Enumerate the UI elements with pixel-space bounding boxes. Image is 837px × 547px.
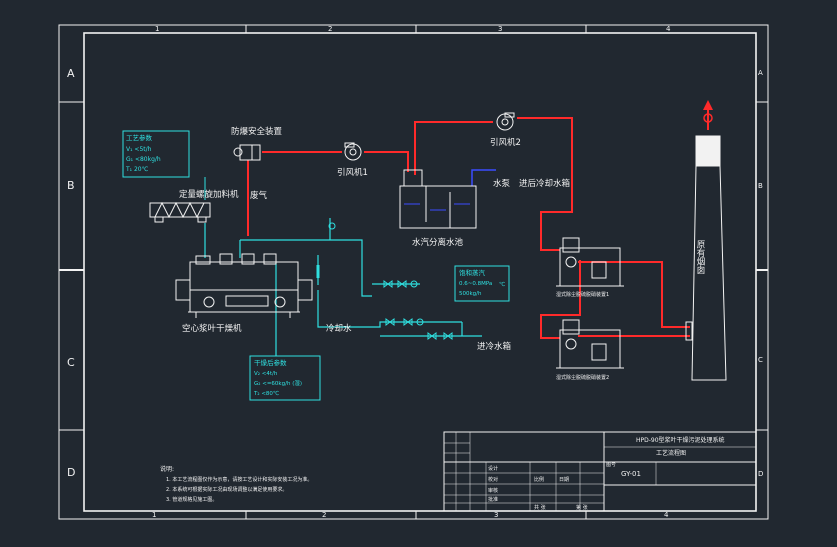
- exhaust-gas-label: 废气: [250, 190, 268, 201]
- dryer-label: 空心浆叶干燥机: [182, 323, 242, 334]
- fan2-label: 引风机2: [490, 137, 521, 148]
- col-number-4: 4: [666, 25, 671, 33]
- tb-cell-check: 校对: [488, 476, 498, 483]
- dry-params-box: 干燥后参数 V₂ <4t/h G₂ <=60kg/h (湿) T₂ <80℃: [249, 355, 321, 401]
- col-number-1-bottom: 1: [152, 511, 156, 519]
- chimney-icon: [685, 135, 727, 381]
- scrubber2-label: 湿式除尘脱硫脱硝装置2: [556, 374, 609, 381]
- cooling-water-label: 冷却水: [326, 323, 352, 334]
- scrubber1-icon: [556, 237, 624, 287]
- pump-pipe: [471, 169, 496, 186]
- tb-cell-date: 日期: [559, 477, 569, 483]
- tb-cell-scale: 比例: [534, 476, 544, 483]
- chimney-arrow-icon: [703, 100, 713, 130]
- process-param-1: V₁ <5t/h: [126, 146, 152, 153]
- water-pump-label: 水泵: [493, 178, 511, 189]
- title-block: [443, 431, 757, 512]
- steam-param-2: 500kg/h: [459, 291, 482, 297]
- row-letter-b: B: [67, 179, 75, 192]
- process-params-box: 工艺参数 V₁ <5t/h G₁ <80kg/h T₁ 20℃: [122, 130, 190, 178]
- explosion-device-label: 防爆安全装置: [231, 126, 283, 137]
- row-letter-c-right: C: [758, 356, 763, 364]
- row-letter-a-right: A: [758, 69, 763, 77]
- tb-cell-sheet: 第 张: [576, 504, 588, 511]
- tb-cell-design: 设计: [488, 465, 498, 472]
- col-number-3: 3: [498, 25, 502, 33]
- row-letter-c: C: [67, 356, 75, 369]
- title-line-2: 工艺流程图: [656, 449, 686, 457]
- separator-tank-icon: [399, 169, 477, 229]
- row-letter-a: A: [67, 67, 75, 80]
- chimney-label-1: 原有烟囱: [695, 240, 705, 275]
- dryer-icon: [175, 253, 313, 318]
- steam-param-unit: ℃: [499, 281, 505, 288]
- note-2: 2. 本系统可根据实际工况由现场调整以满足使用要求。: [166, 486, 287, 493]
- row-letter-d: D: [67, 466, 75, 479]
- tb-cell-total-sheets: 共 张: [534, 504, 546, 511]
- notes: 说明: 1. 本工艺流程图仅作为示意，请按工艺设计和实际安装工况为准。 2. 本…: [160, 465, 312, 503]
- note-1: 1. 本工艺流程图仅作为示意，请按工艺设计和实际安装工况为准。: [166, 476, 312, 483]
- explosion-device-icon: [233, 144, 261, 161]
- title-line-1: HPD-90型浆叶干燥污泥处理系统: [636, 436, 725, 444]
- row-letter-b-right: B: [758, 182, 763, 190]
- process-param-3: T₁ 20℃: [125, 166, 149, 173]
- to-cooling-tank-label: 进后冷却水箱: [519, 178, 571, 189]
- valves: [316, 222, 453, 340]
- col-number-4-bottom: 4: [664, 511, 669, 519]
- scrubber1-label: 湿式除尘脱硫脱硝装置1: [556, 291, 609, 298]
- row-letter-d-right: D: [758, 470, 763, 478]
- tb-cell-review: 审核: [488, 487, 498, 494]
- steam-param-1: 0.6~0.8MPa: [459, 281, 492, 287]
- fan1-icon: [344, 142, 362, 161]
- screw-feeder-label: 定量螺旋加料机: [179, 189, 239, 200]
- steam-params-title: 饱和蒸汽: [459, 268, 486, 277]
- notes-title: 说明:: [160, 465, 174, 473]
- fan1-label: 引风机1: [337, 167, 368, 178]
- drawing-frame: [58, 24, 769, 520]
- col-number-1: 1: [155, 25, 159, 33]
- scrubber2-icon: [556, 319, 624, 369]
- dry-param-3: T₂ <80℃: [253, 390, 279, 397]
- dry-param-1: V₂ <4t/h: [254, 371, 278, 377]
- separator-tank-label: 水汽分离水池: [412, 237, 464, 248]
- tb-cell-approve: 批准: [488, 496, 498, 503]
- to-cooling-tank-2-label: 进冷水箱: [477, 341, 512, 352]
- note-3: 3. 管道规格见施工图。: [166, 496, 217, 503]
- col-number-3-bottom: 3: [494, 511, 498, 519]
- col-number-2: 2: [328, 25, 332, 33]
- col-number-2-bottom: 2: [322, 511, 326, 519]
- steam-params-box: 饱和蒸汽 0.6~0.8MPa 500kg/h ℃: [454, 265, 510, 302]
- dry-param-2: G₂ <=60kg/h (湿): [254, 379, 302, 387]
- screw-feeder-icon: [149, 201, 211, 223]
- fan2-icon: [496, 112, 515, 131]
- drawing-number: GY-01: [621, 470, 641, 478]
- process-params-title: 工艺参数: [126, 133, 153, 142]
- dry-params-title: 干燥后参数: [254, 358, 287, 367]
- process-param-2: G₁ <80kg/h: [126, 156, 161, 163]
- tb-cell-drawing-no: 图号: [606, 462, 616, 468]
